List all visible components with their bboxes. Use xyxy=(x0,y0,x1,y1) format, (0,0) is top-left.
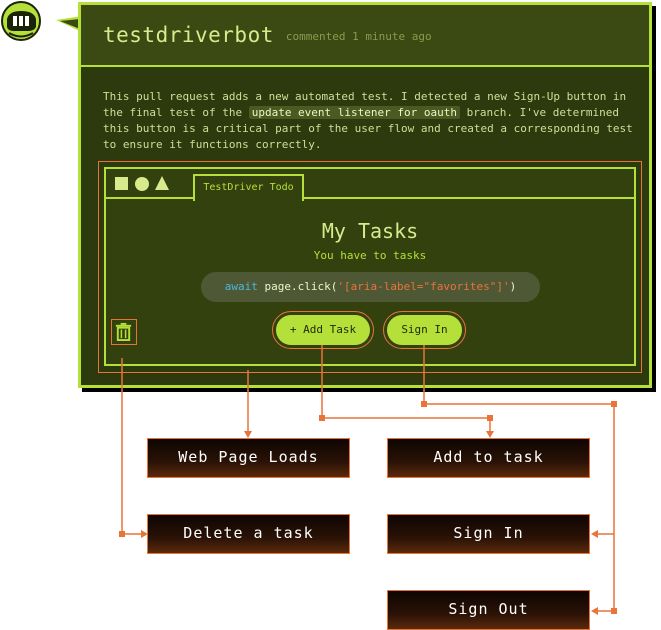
code-close: ) xyxy=(509,280,517,293)
code-call: page.click( xyxy=(257,280,338,293)
flow-web-page-loads: Web Page Loads xyxy=(147,438,350,478)
branch-name-code: update event listener for oauth xyxy=(248,106,461,119)
delete-button[interactable] xyxy=(111,319,137,345)
code-keyword: await xyxy=(224,280,258,293)
app-title: My Tasks xyxy=(321,219,419,243)
comment-body: This pull request adds a new automated t… xyxy=(103,89,643,153)
code-string: '[aria-label="favorites"]' xyxy=(337,280,510,293)
flow-delete-a-task: Delete a task xyxy=(147,514,350,554)
app-preview-frame: TestDriver Todo My Tasks You have to tas… xyxy=(98,161,642,373)
sign-in-button[interactable]: Sign In xyxy=(383,311,466,349)
helmet-avatar-icon xyxy=(1,1,41,41)
username[interactable]: testdriverbot xyxy=(103,23,274,47)
flow-sign-in: Sign In xyxy=(387,514,590,554)
add-task-button[interactable]: + Add Task xyxy=(272,311,374,349)
sign-in-label: Sign In xyxy=(387,315,462,345)
triangle-icon xyxy=(155,176,169,190)
speech-pointer xyxy=(56,16,82,32)
trash-icon xyxy=(115,322,132,341)
comment-body-start: This pull request adds a new automated t… xyxy=(103,90,627,119)
code-snippet: await page.click('[aria-label="favorites… xyxy=(201,272,540,302)
flow-add-to-task: Add to task xyxy=(387,438,590,478)
comment-body-end: branch. I've determined this button is a… xyxy=(103,106,633,151)
add-task-label: + Add Task xyxy=(276,315,370,345)
square-icon xyxy=(115,177,128,190)
comment-timestamp: commented 1 minute ago xyxy=(285,30,432,43)
flow-sign-out: Sign Out xyxy=(387,590,590,630)
app-subtitle: You have to tasks xyxy=(313,249,427,262)
app-window: TestDriver Todo My Tasks You have to tas… xyxy=(104,167,636,366)
comment-header: testdriverbot commented 1 minute ago xyxy=(81,5,649,67)
tab-testdriver-todo[interactable]: TestDriver Todo xyxy=(193,174,304,201)
circle-icon xyxy=(135,177,149,191)
tab-bar: TestDriver Todo xyxy=(106,169,634,201)
comment-card: testdriverbot commented 1 minute ago Thi… xyxy=(78,2,652,388)
